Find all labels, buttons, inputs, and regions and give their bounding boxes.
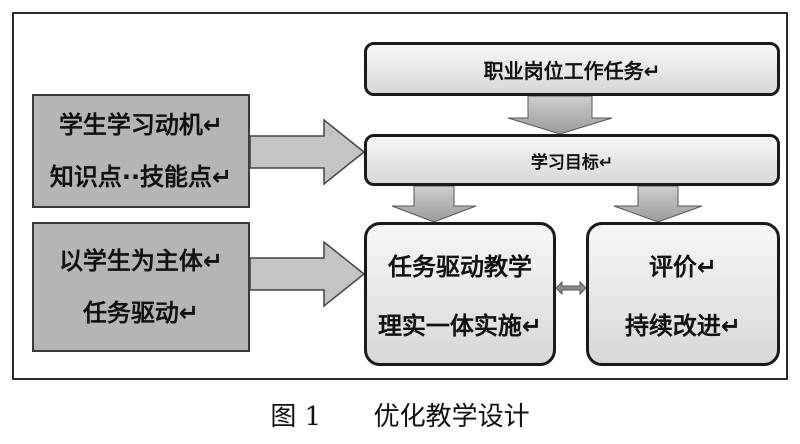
evaluation-line2: 持续改进↵ bbox=[624, 312, 742, 340]
evaluation-box: 评价↵ 持续改进↵ bbox=[586, 222, 780, 366]
learning-goal-box: 学习目标↵ bbox=[364, 134, 780, 186]
task-driven-line2: 理实一体实施↵ bbox=[377, 312, 543, 340]
task-driven-line1: 任务驱动教学 bbox=[388, 253, 532, 281]
student-motivation-line2: 知识点··技能点↵ bbox=[49, 163, 233, 191]
figure-title: 优化教学设计 bbox=[373, 402, 530, 432]
down-arrow-top bbox=[507, 95, 613, 135]
figure-caption: 图 1 优化教学设计 bbox=[0, 396, 800, 433]
down-arrow-right bbox=[613, 185, 703, 223]
job-task-label: 职业岗位工作任务↵ bbox=[483, 58, 661, 83]
student-motivation-box: 学生学习动机↵ 知识点··技能点↵ bbox=[32, 94, 250, 208]
evaluation-line1: 评价↵ bbox=[648, 253, 718, 281]
student-motivation-line1: 学生学习动机↵ bbox=[58, 111, 224, 139]
double-arrow bbox=[555, 280, 587, 296]
student-centered-line2: 任务驱动↵ bbox=[82, 299, 200, 327]
right-arrow-bottom bbox=[249, 240, 366, 308]
student-centered-line1: 以学生为主体↵ bbox=[58, 247, 224, 275]
job-task-box: 职业岗位工作任务↵ bbox=[364, 42, 780, 96]
down-arrow-left bbox=[391, 185, 477, 223]
learning-goal-label: 学习目标↵ bbox=[530, 152, 614, 173]
right-arrow-top bbox=[249, 118, 366, 186]
task-driven-teaching-box: 任务驱动教学 理实一体实施↵ bbox=[364, 222, 556, 366]
figure-number: 图 1 bbox=[270, 402, 322, 432]
student-centered-box: 以学生为主体↵ 任务驱动↵ bbox=[32, 222, 250, 352]
